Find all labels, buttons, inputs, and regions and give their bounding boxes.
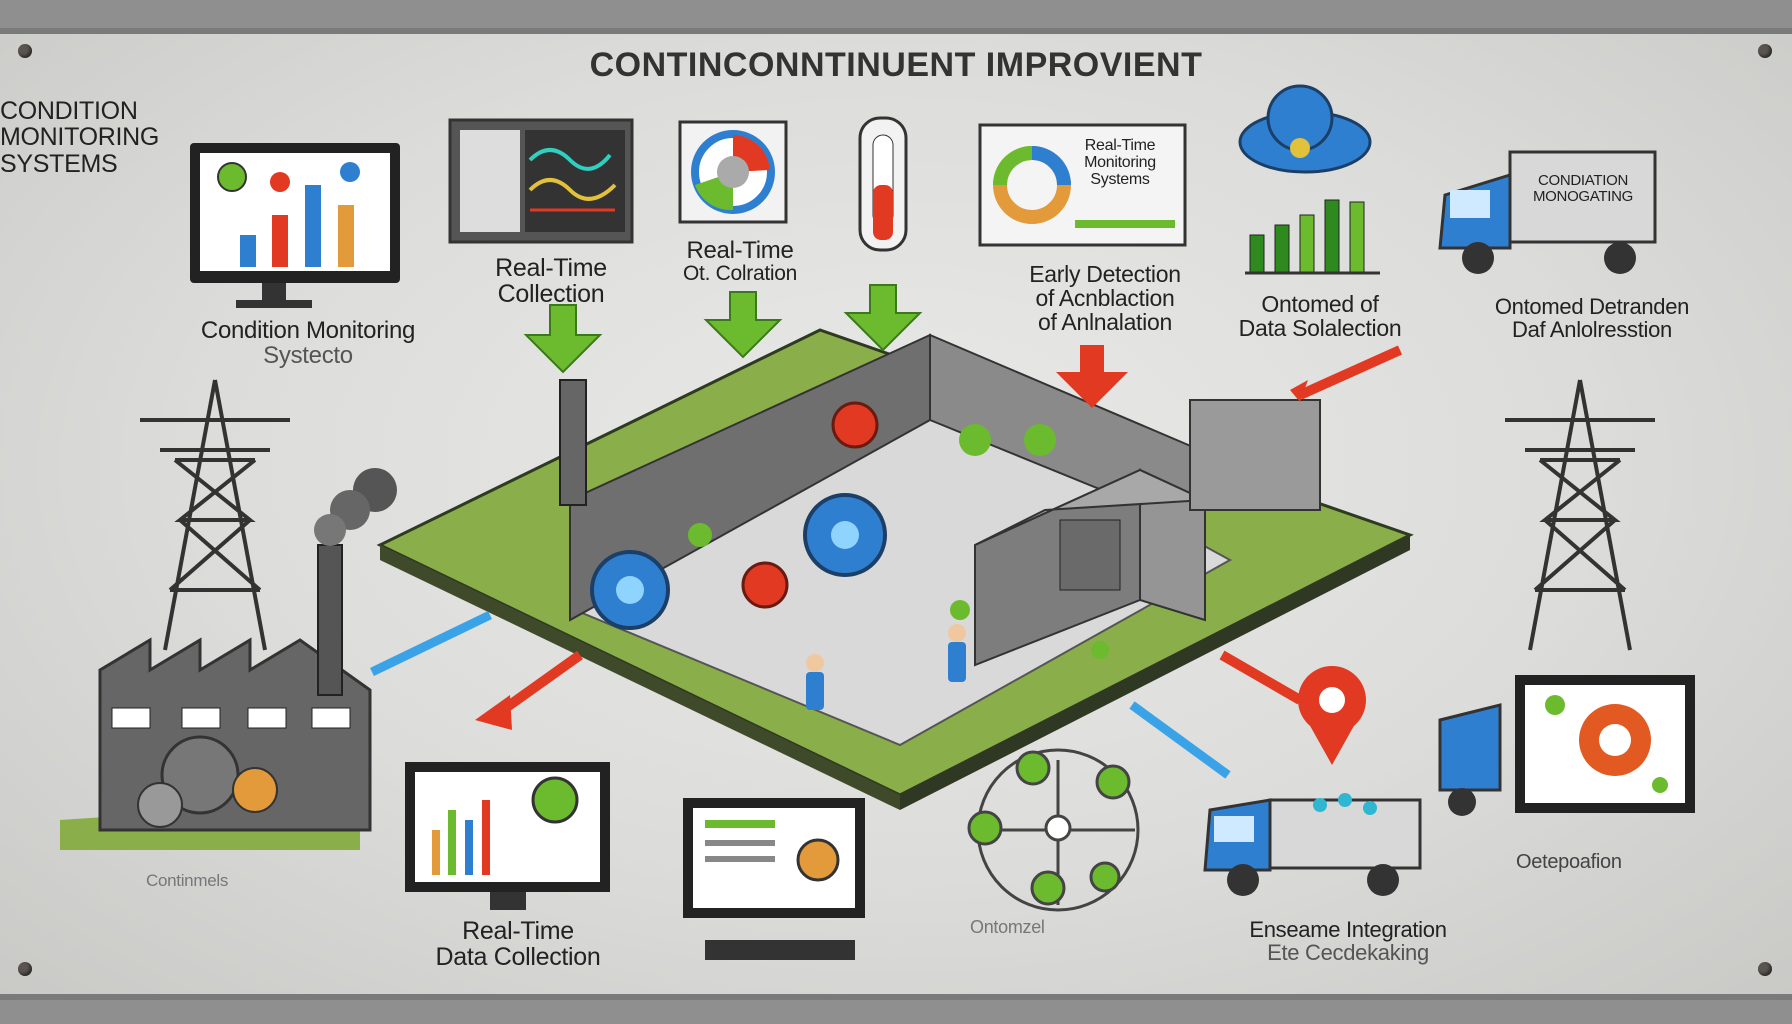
- rivet: [18, 962, 32, 976]
- heading-line: CONDITION: [0, 97, 138, 125]
- gear-icon: [590, 401, 1109, 659]
- label-screen-realtime-monitoring: Real-Time Monitoring Systems: [1060, 137, 1180, 188]
- factory-floor: [376, 328, 1414, 810]
- monitor-icon: [405, 762, 610, 910]
- heading-condition-monitoring: CONDITION MONITORING SYSTEMS: [0, 98, 159, 177]
- location-pin-icon: [1298, 666, 1366, 765]
- label-early-detection: Early Detection of Acnblaction of Anlnal…: [990, 261, 1220, 336]
- factory-icon: [60, 468, 397, 850]
- label-line: of Anlnalation: [1038, 309, 1172, 336]
- factory-building: [974, 399, 1321, 667]
- label-line: Early Detection: [1029, 261, 1181, 287]
- label-ontomed-data-solalection: Ontomed of Data Solalection: [1215, 292, 1425, 340]
- power-pylon-icon: [140, 379, 1655, 651]
- monitor-icon: [190, 143, 400, 308]
- rivet: [1758, 44, 1772, 58]
- thermometer-icon: [858, 116, 908, 252]
- label-line: Ete Cecdekaking: [1267, 940, 1429, 966]
- label-line: Real-Time: [686, 237, 794, 264]
- label-enseame: Enseame Integration Ete Cecdekaking: [1218, 918, 1478, 964]
- rivet: [1758, 962, 1772, 976]
- label-line: MONOGATING: [1532, 187, 1634, 205]
- label-bottom-realtime: Real-Time Data Collection: [398, 918, 638, 971]
- dashboard-screen-icon: [448, 118, 634, 244]
- label-line: Real-Time: [495, 254, 607, 282]
- label-continmels: Continmels: [146, 871, 229, 890]
- label-line: of Acnblaction: [1035, 285, 1175, 312]
- computer-icon: [683, 798, 865, 960]
- label-line: Daf Anlolresstion: [1512, 317, 1672, 343]
- label-line: Collection: [497, 280, 605, 309]
- label-ontomed-detranden: Ontomed Detranden Daf Anlolresstion: [1462, 295, 1722, 341]
- label-line: CONDIATION: [1537, 172, 1629, 189]
- label-line: Monitoring: [1084, 153, 1156, 171]
- label-line: Systecto: [263, 342, 353, 370]
- gear-monitor-icon: [1515, 675, 1695, 813]
- label-line: Systems: [1090, 170, 1150, 188]
- truck-icon: [1438, 150, 1657, 274]
- truck-icon: [1438, 703, 1502, 816]
- rivet: [18, 44, 32, 58]
- label-line: Data Collection: [435, 943, 601, 972]
- heading-line: MONITORING: [0, 123, 160, 152]
- label-line: Ot. Colration: [683, 262, 797, 286]
- heading-line: SYSTEMS: [0, 149, 118, 178]
- label-line: Ontomed of: [1261, 291, 1379, 317]
- worker-figures: [806, 624, 966, 710]
- label-truck-sign: CONDIATION MONOGATING: [1518, 173, 1648, 205]
- realtime-screen-icon: [978, 123, 1187, 247]
- label-condition-monitoring: Condition Monitoring Systecto: [168, 317, 448, 370]
- label-line: Real-Time: [462, 917, 574, 945]
- page-title: CONTINCONNTINUENT IMPROVIENT: [589, 46, 1203, 84]
- label-real-time-collection: Real-Time Collection: [476, 255, 626, 308]
- label-oetepoafion: Oetepoafion: [1516, 851, 1622, 873]
- blue-connector: [370, 610, 1231, 779]
- green-arrow-icon: [523, 284, 923, 374]
- label-line: Ontomed Detranden: [1494, 294, 1690, 319]
- label-ontomzel: Ontomzel: [970, 917, 1045, 937]
- red-arrow-icon: [475, 345, 1403, 730]
- label-line: Condition Monitoring: [200, 317, 416, 344]
- gauge-icon: [678, 120, 788, 224]
- label-real-time-colration: Real-Time Ot. Colration: [660, 238, 820, 285]
- truck-icon: [1203, 793, 1422, 896]
- label-line: Data Solalection: [1238, 315, 1402, 342]
- label-line: Enseame Integration: [1249, 917, 1447, 942]
- cloud-icon: [1238, 84, 1380, 275]
- network-icon: [967, 748, 1140, 912]
- label-line: Real-Time: [1084, 137, 1156, 154]
